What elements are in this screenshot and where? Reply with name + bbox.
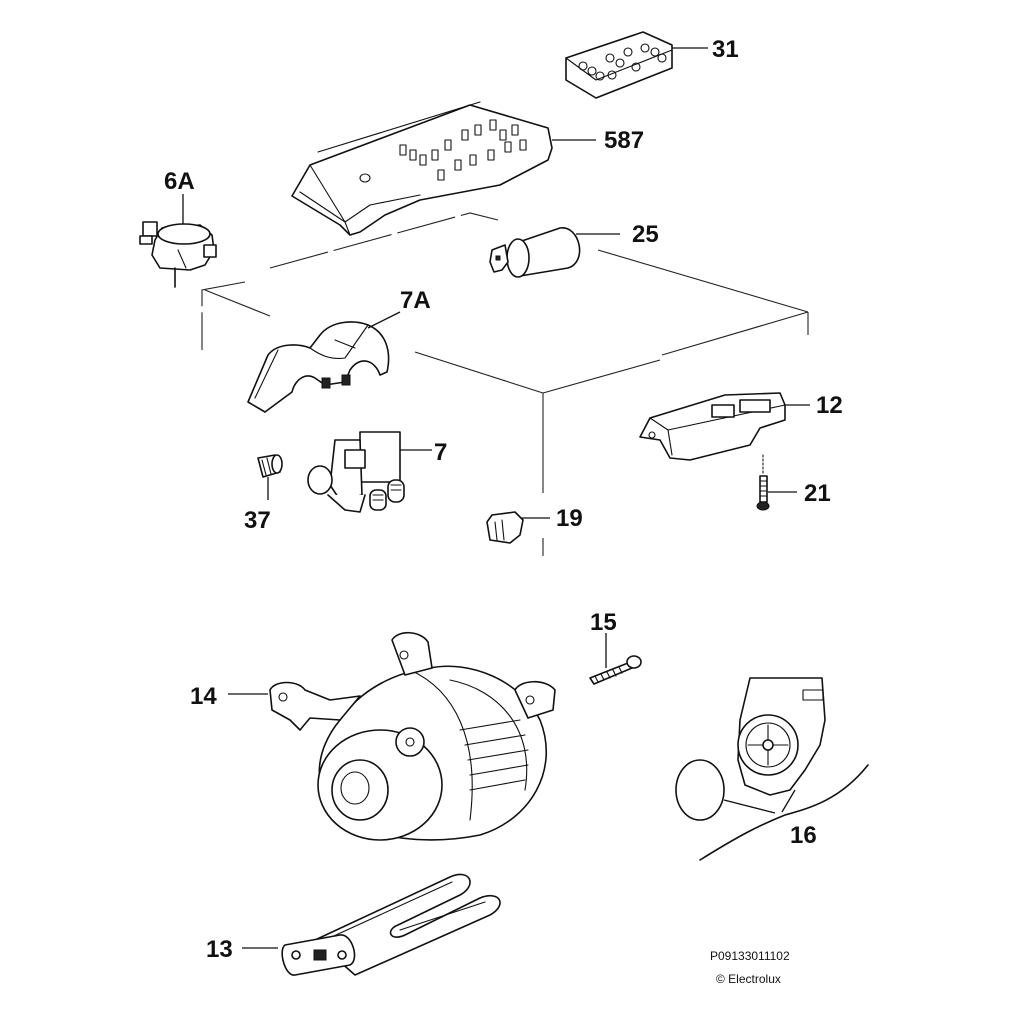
- label-31: 31: [712, 36, 739, 63]
- part-31-board-cover[interactable]: [565, 31, 708, 99]
- label-19: 19: [556, 505, 583, 532]
- part-7A-valve-cover[interactable]: [247, 311, 401, 413]
- label-13: 13: [206, 936, 233, 963]
- part-21-screw[interactable]: [756, 454, 797, 511]
- part-13-heating-element[interactable]: [242, 873, 501, 976]
- label-37: 37: [244, 507, 271, 534]
- part-16-drain-pump[interactable]: [675, 677, 869, 861]
- part-7-inlet-valve[interactable]: [307, 431, 432, 513]
- label-16: 16: [790, 822, 817, 849]
- part-6A-pressure-switch[interactable]: [139, 194, 217, 288]
- label-14: 14: [190, 683, 217, 710]
- label-6A: 6A: [164, 168, 195, 195]
- label-12: 12: [816, 392, 843, 419]
- part-19-clip[interactable]: [486, 511, 550, 544]
- label-15: 15: [590, 609, 617, 636]
- label-587: 587: [604, 127, 644, 154]
- label-7: 7: [434, 439, 447, 466]
- part-37-filter[interactable]: [257, 454, 283, 500]
- part-12-door-interlock[interactable]: [639, 392, 810, 461]
- part-14-motor[interactable]: [228, 631, 556, 841]
- label-25: 25: [632, 221, 659, 248]
- copyright-text: © Electrolux: [716, 972, 781, 986]
- diagram-code: P09133011102: [710, 949, 790, 963]
- part-25-suppressor[interactable]: [489, 227, 620, 278]
- label-21: 21: [804, 480, 831, 507]
- part-15-motor-screw[interactable]: [589, 633, 642, 685]
- part-587-control-module[interactable]: [291, 101, 596, 236]
- label-7A: 7A: [400, 287, 431, 314]
- assembly-box-lines: [201, 212, 809, 556]
